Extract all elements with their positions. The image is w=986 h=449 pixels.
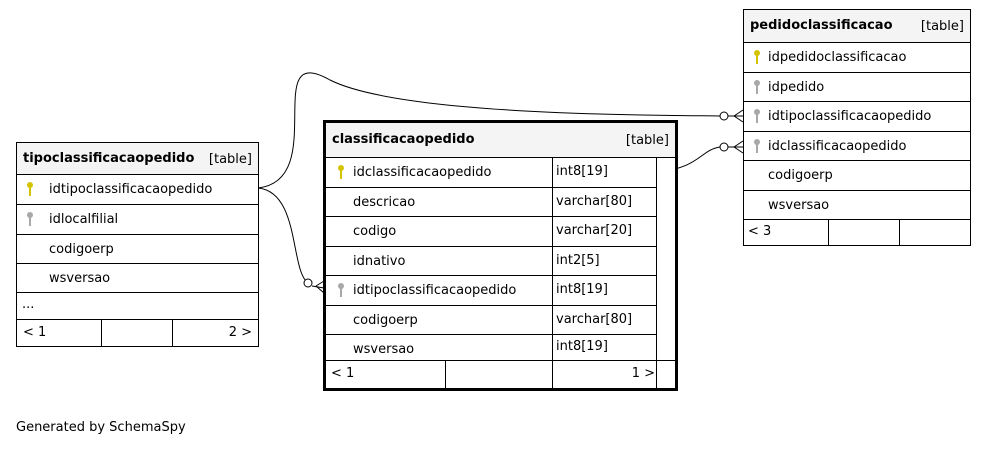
column-name: idclassificacaopedido (768, 139, 907, 154)
generated-by-footer: Generated by SchemaSpy (16, 420, 186, 435)
column-type: int8[19] (556, 164, 608, 179)
column-type: varchar[80] (556, 312, 633, 327)
column-row[interactable]: idclassificacaopedido int8[19] (326, 158, 656, 188)
table-header: pedidoclassificacao [table] (744, 10, 970, 43)
column-name: codigoerp (768, 168, 833, 183)
footer-divider (552, 361, 553, 389)
more-columns-indicator: ... (17, 293, 258, 320)
column-type: int8[19] (556, 282, 608, 297)
table-kind: [table] (920, 19, 964, 34)
column-name: idclassificacaopedido (353, 165, 492, 180)
table-pedidoclassificacao[interactable]: pedidoclassificacao [table] idpedidoclas… (743, 9, 971, 246)
footer-divider (656, 361, 657, 389)
right-divider (656, 158, 657, 360)
column-row[interactable]: codigoerp (744, 161, 970, 191)
foreign-key-icon (754, 80, 760, 94)
table-name: pedidoclassificacao (750, 18, 893, 33)
footer-right: 1 > (631, 366, 655, 381)
foreign-key-icon (338, 283, 344, 297)
column-name: wsversao (353, 342, 415, 357)
footer-left: < 3 (748, 224, 772, 239)
column-name: idpedidoclassificacao (768, 50, 907, 65)
column-row[interactable]: codigoerp (17, 235, 258, 264)
column-name: descricao (353, 195, 416, 210)
table-footer: < 3 (744, 220, 970, 245)
column-name: codigoerp (49, 242, 114, 257)
table-classificacaopedido[interactable]: classificacaopedido [table] idclassifica… (323, 120, 678, 391)
column-row[interactable]: idnativo int2[5] (326, 247, 656, 276)
foreign-key-icon (754, 139, 760, 153)
relationship-tipo-pedido (257, 72, 721, 189)
crowfoot-pedido-idclassificacao (719, 140, 744, 154)
table-header: classificacaopedido [table] (326, 123, 675, 158)
table-tipoclassificacaopedido[interactable]: tipoclassificacaopedido [table] idtipocl… (16, 142, 259, 347)
column-row[interactable]: idpedidoclassificacao (744, 43, 970, 73)
table-header: tipoclassificacaopedido [table] (17, 143, 258, 175)
column-row[interactable]: idtipoclassificacaopedido (17, 175, 258, 205)
column-name: idpedido (768, 80, 825, 95)
column-type: int8[19] (556, 339, 608, 354)
column-type: int2[5] (556, 253, 600, 268)
table-kind: [table] (208, 152, 252, 167)
column-type: varchar[20] (556, 223, 633, 238)
relationship-tipo-classificacao (257, 187, 309, 284)
primary-key-icon (27, 182, 33, 196)
column-name: idtipoclassificacaopedido (353, 283, 517, 298)
footer-left: < 1 (331, 366, 355, 381)
column-row[interactable]: codigoerp varchar[80] (326, 306, 656, 335)
primary-key-icon (754, 50, 760, 64)
ellipsis-text: ... (22, 297, 35, 312)
table-name: tipoclassificacaopedido (23, 151, 195, 166)
column-row[interactable]: descricao varchar[80] (326, 188, 656, 217)
footer-divider (101, 320, 102, 346)
column-row[interactable]: idclassificacaopedido (744, 132, 970, 161)
footer-divider (445, 361, 446, 389)
column-name: idtipoclassificacaopedido (768, 109, 932, 124)
column-type: varchar[80] (556, 194, 633, 209)
table-name: classificacaopedido (332, 132, 475, 147)
footer-divider (172, 320, 173, 346)
column-row[interactable]: idtipoclassificacaopedido (744, 102, 970, 132)
footer-divider (828, 220, 829, 245)
column-name: wsversao (768, 198, 830, 213)
crowfoot-pedido-idtipo (719, 109, 744, 123)
column-row[interactable]: idpedido (744, 73, 970, 102)
column-row[interactable]: idtipoclassificacaopedido int8[19] (326, 276, 656, 306)
footer-left: < 1 (23, 325, 47, 340)
footer-divider (899, 220, 900, 245)
column-row[interactable]: wsversao (17, 264, 258, 293)
type-divider (552, 158, 553, 360)
footer-right: 2 > (228, 325, 252, 340)
column-name: idnativo (353, 254, 406, 269)
column-name: idtipoclassificacaopedido (49, 182, 213, 197)
table-kind: [table] (625, 133, 669, 148)
foreign-key-icon (754, 109, 760, 123)
table-footer: < 1 1 > (326, 360, 675, 389)
column-row[interactable]: wsversao (744, 191, 970, 220)
crowfoot-classificacao-idtipo (303, 278, 325, 294)
column-row[interactable]: codigo varchar[20] (326, 217, 656, 247)
column-row[interactable]: wsversao int8[19] (326, 335, 656, 360)
foreign-key-icon (27, 212, 33, 226)
column-name: codigoerp (353, 313, 418, 328)
column-name: wsversao (49, 271, 111, 286)
column-name: idlocalfilial (49, 212, 119, 227)
table-footer: < 1 2 > (17, 320, 258, 346)
column-row[interactable]: idlocalfilial (17, 205, 258, 235)
column-name: codigo (353, 224, 397, 239)
primary-key-icon (338, 165, 344, 179)
